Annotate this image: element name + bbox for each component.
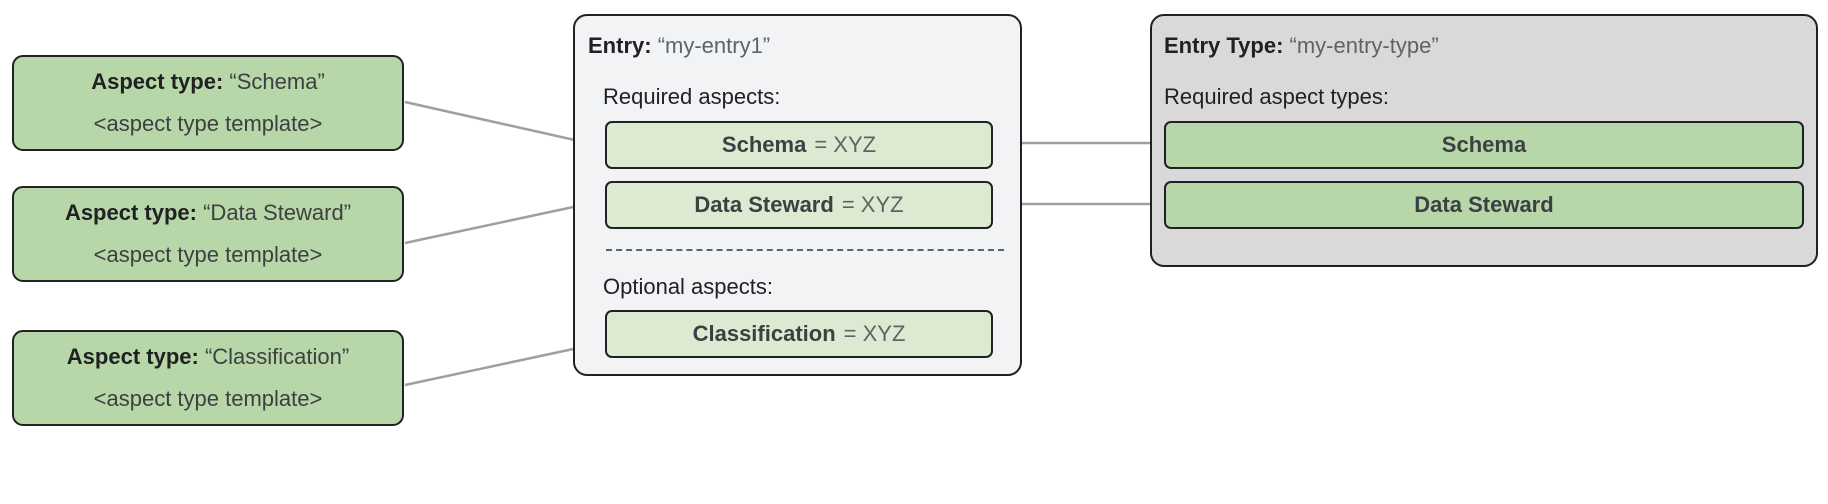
entry-type-panel[interactable]: Entry Type: “my-entry-type” Required asp… xyxy=(1150,14,1818,267)
entry-aspect-name: Schema xyxy=(721,132,807,157)
entry-title-label: Entry: xyxy=(588,33,652,58)
entry-optional-aspects-label: Optional aspects: xyxy=(603,274,773,299)
entry-aspect-classification[interactable]: Classification = XYZ xyxy=(605,310,993,358)
aspect-type-template: <aspect type template> xyxy=(93,386,323,411)
entry-type-aspect-schema[interactable]: Schema xyxy=(1164,121,1804,169)
aspect-type-card-classification[interactable]: Aspect type: “Classification” <aspect ty… xyxy=(12,330,404,426)
entry-aspect-name: Data Steward xyxy=(694,192,834,217)
entry-required-aspects-label: Required aspects: xyxy=(603,84,781,109)
aspect-type-template: <aspect type template> xyxy=(93,242,323,267)
aspect-type-card-data-steward[interactable]: Aspect type: “Data Steward” <aspect type… xyxy=(12,186,404,282)
entry-aspect-value: = XYZ xyxy=(843,321,906,346)
aspect-type-name: “Schema” xyxy=(229,69,325,94)
entry-required-optional-divider xyxy=(606,249,1004,251)
aspect-type-template: <aspect type template> xyxy=(93,111,323,136)
aspect-type-title: Aspect type: “Classification” xyxy=(67,344,349,370)
aspect-type-name: “Classification” xyxy=(204,344,350,369)
entry-type-required-label: Required aspect types: xyxy=(1164,84,1390,109)
entry-aspect-data-steward[interactable]: Data Steward = XYZ xyxy=(605,181,993,229)
entry-panel[interactable]: Entry: “my-entry1” Required aspects: Sch… xyxy=(573,14,1022,376)
entry-aspect-schema[interactable]: Schema = XYZ xyxy=(605,121,993,169)
entry-aspect-value: = XYZ xyxy=(841,192,904,217)
aspect-type-label: Aspect type: xyxy=(64,200,197,225)
aspect-type-title: Aspect type: “Data Steward” xyxy=(65,200,351,226)
entry-aspect-value: = XYZ xyxy=(814,132,877,157)
entry-title-value: “my-entry1” xyxy=(657,33,771,58)
entry-type-title-value: “my-entry-type” xyxy=(1289,33,1439,58)
aspect-type-name: “Data Steward” xyxy=(203,200,352,225)
aspect-type-card-schema[interactable]: Aspect type: “Schema” <aspect type templ… xyxy=(12,55,404,151)
entry-type-title-label: Entry Type: xyxy=(1164,33,1284,58)
aspect-type-label: Aspect type: xyxy=(66,344,199,369)
entry-type-title: Entry Type: “my-entry-type” xyxy=(1164,33,1439,59)
entry-type-aspect-data-steward[interactable]: Data Steward xyxy=(1164,181,1804,229)
aspect-type-title: Aspect type: “Schema” xyxy=(91,69,325,95)
entry-aspect-name: Classification xyxy=(692,321,836,346)
aspect-type-label: Aspect type: xyxy=(91,69,224,94)
entry-title: Entry: “my-entry1” xyxy=(588,33,770,59)
